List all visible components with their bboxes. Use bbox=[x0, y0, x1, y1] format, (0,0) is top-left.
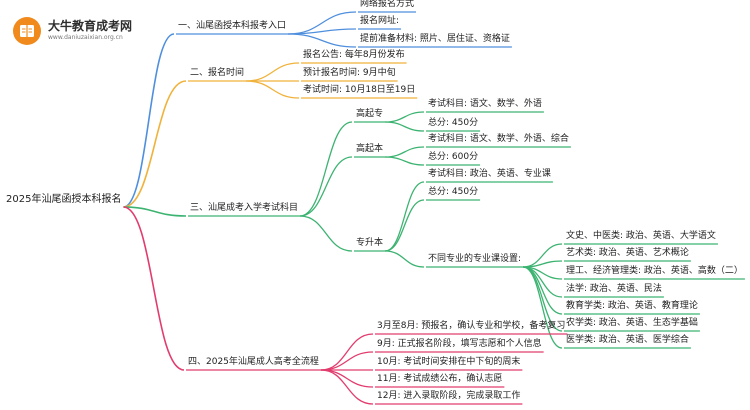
leaf-process-november: 11月: 考试成绩公布，确认志愿 bbox=[377, 374, 503, 384]
node-zhuanshengben: 专升本 bbox=[356, 238, 384, 248]
leaf-gaoqiben-subjects: 考试科目: 语文、数学、外语、综合 bbox=[428, 134, 569, 144]
brand-url: www.daniuzaixian.org.cn bbox=[48, 34, 123, 41]
connector-b2c2c2 bbox=[385, 250, 425, 268]
connector-b2c0 bbox=[299, 121, 353, 217]
leaf-process-march-august: 3月至8月: 预报名，确认专业和学校，备考复习 bbox=[377, 321, 566, 331]
leaf-gaoqiben-score: 总分: 600分 bbox=[428, 152, 479, 162]
root-node: 2025年汕尾函授本科报名 bbox=[6, 194, 122, 205]
leaf-process-september: 9月: 正式报名阶段，填写志愿和个人信息 bbox=[377, 339, 542, 349]
branch-exam-subjects: 三、汕尾成考入学考试科目 bbox=[190, 203, 299, 213]
connector-b2c2 bbox=[300, 215, 353, 252]
node-gaoqiben: 高起本 bbox=[356, 144, 384, 154]
branch-registration-entry: 一、汕尾函授本科报考入口 bbox=[178, 21, 287, 31]
node-gaoqizhuan: 高起专 bbox=[356, 109, 384, 119]
connector-root-b0 bbox=[123, 33, 175, 208]
brand-logo: 大牛教育成考网 www.daniuzaixian.org.cn bbox=[12, 14, 162, 50]
leaf-zhuanshengben-score: 总分: 450分 bbox=[428, 187, 479, 197]
connector-b0c1 bbox=[288, 28, 357, 35]
branch-registration-time: 二、报名时间 bbox=[190, 68, 245, 78]
leaf-online-registration: 网络报名方式 bbox=[360, 0, 415, 9]
leaf-zhuanshengben-subjects: 考试科目: 政治、英语、专业课 bbox=[428, 169, 551, 179]
leaf-expected-registration: 预计报名时间: 9月中旬 bbox=[303, 68, 396, 78]
leaf-major-law: 法学: 政治、英语、民法 bbox=[566, 284, 662, 294]
leaf-major-education: 教育学类: 政治、英语、教育理论 bbox=[566, 301, 698, 311]
connector-root-b2 bbox=[123, 206, 187, 217]
leaf-major-agriculture: 农学类: 政治、英语、生态学基础 bbox=[566, 318, 698, 328]
leaf-announcement: 报名公告: 每年8月份发布 bbox=[303, 50, 405, 60]
connector-m3 bbox=[522, 266, 563, 298]
leaf-major-literature: 文史、中医类: 政治、英语、大学语文 bbox=[566, 231, 716, 241]
connector-b3c3 bbox=[320, 369, 374, 388]
connector-b2c1c1 bbox=[385, 156, 425, 166]
connector-b2c2c0 bbox=[384, 181, 425, 252]
leaf-gaoqizhuan-score: 总分: 450分 bbox=[428, 118, 479, 128]
connector-b2c0c0 bbox=[385, 111, 425, 123]
leaf-process-december: 12月: 进入录取阶段，完成录取工作 bbox=[377, 391, 521, 401]
leaf-major-art: 艺术类: 政治、英语、艺术概论 bbox=[566, 248, 689, 258]
leaf-exam-date: 考试时间: 10月18日至19日 bbox=[303, 85, 416, 95]
connector-m1 bbox=[523, 260, 563, 268]
connector-root-b1 bbox=[123, 80, 187, 208]
book-logo-icon bbox=[13, 17, 41, 45]
brand-title: 大牛教育成考网 bbox=[48, 19, 133, 33]
connector-b0c0 bbox=[288, 11, 357, 35]
leaf-registration-url: 报名网址: bbox=[360, 16, 400, 26]
node-major-courses: 不同专业的专业课设置: bbox=[428, 254, 522, 264]
leaf-major-medicine: 医学类: 政治、英语、医学综合 bbox=[566, 335, 689, 345]
connector-b3c4 bbox=[320, 369, 374, 405]
connector-b2c1 bbox=[299, 156, 353, 217]
leaf-required-materials: 提前准备材料: 照片、居住证、资格证 bbox=[360, 34, 510, 44]
connector-b2c0c1 bbox=[385, 121, 425, 132]
connector-b2c2c1 bbox=[384, 199, 425, 252]
connector-m6 bbox=[522, 266, 563, 349]
leaf-process-october: 10月: 考试时间安排在中下旬的周末 bbox=[377, 357, 521, 367]
connector-b0c2 bbox=[288, 33, 357, 48]
connector-b2c1c0 bbox=[385, 146, 425, 158]
leaf-major-science: 理工、经济管理类: 政治、英语、高数（二） bbox=[566, 266, 743, 276]
connector-b1c2 bbox=[246, 80, 300, 99]
branch-full-process: 四、2025年汕尾成人高考全流程 bbox=[188, 357, 319, 367]
connector-b3c1 bbox=[320, 351, 374, 371]
connector-b1c0 bbox=[246, 62, 300, 82]
leaf-gaoqizhuan-subjects: 考试科目: 语文、数学、外语 bbox=[428, 99, 542, 109]
connector-root-b3 bbox=[123, 206, 185, 371]
